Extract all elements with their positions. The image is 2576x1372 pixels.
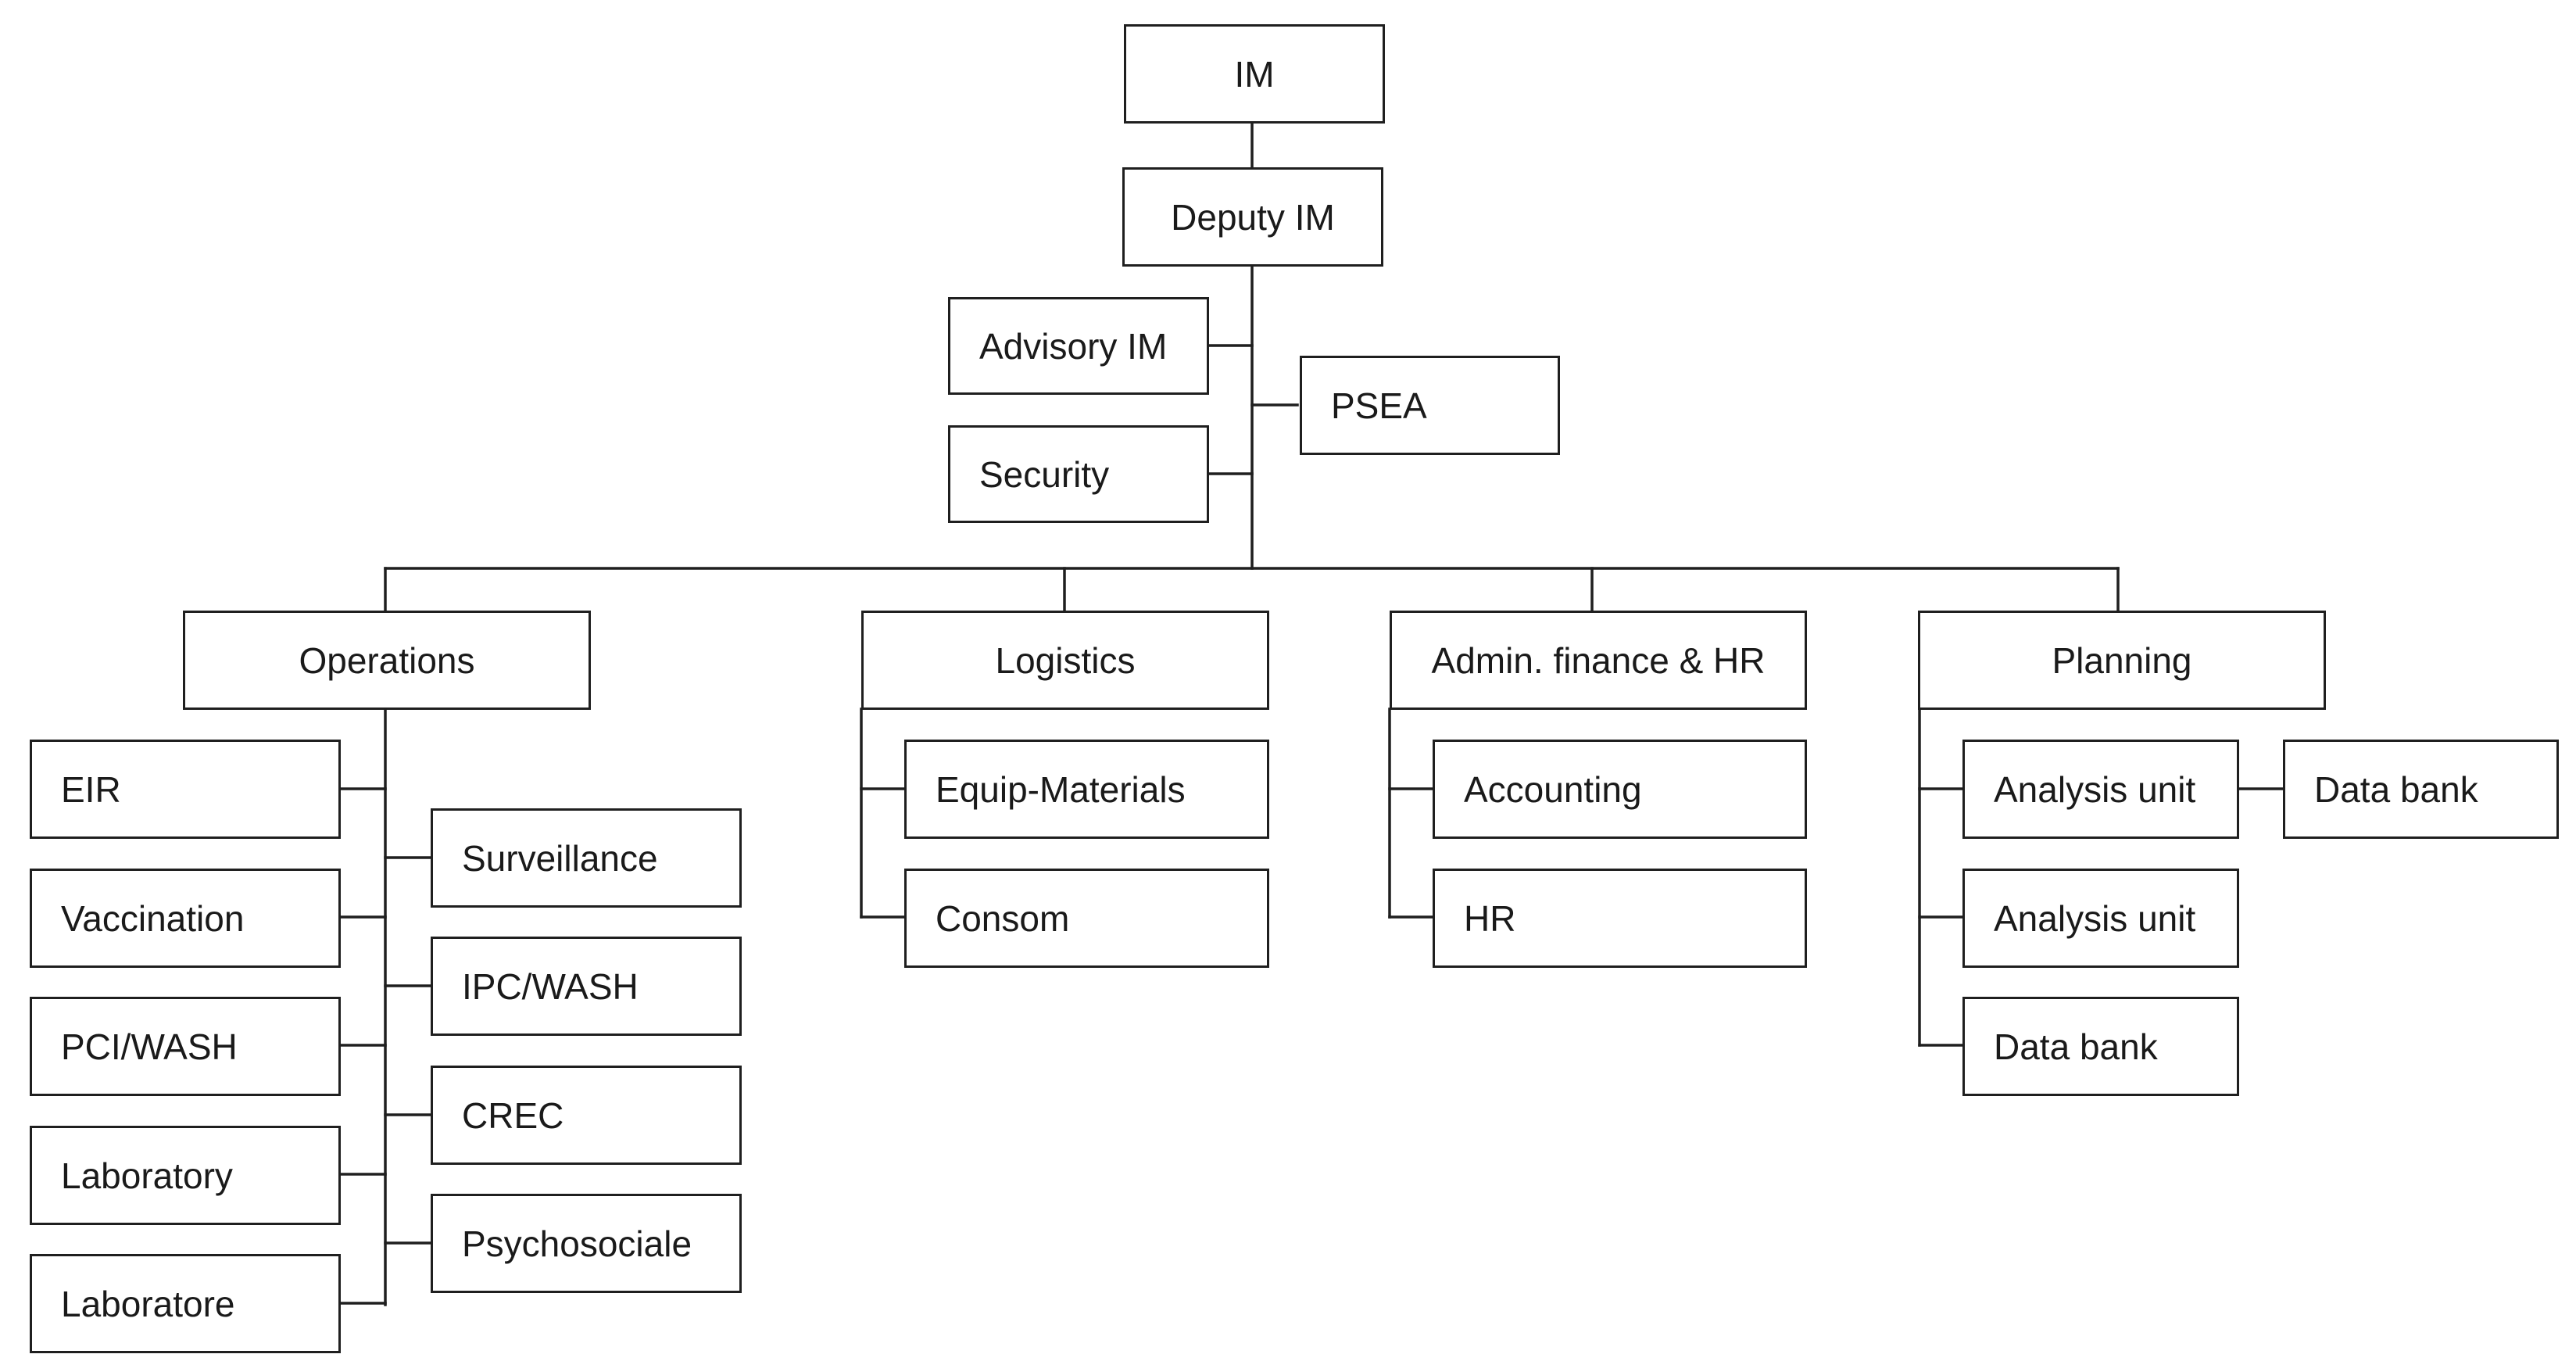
psea-label: PSEA bbox=[1331, 385, 1427, 426]
planning-item: Analysis unit bbox=[1962, 869, 2239, 968]
admin-item: HR bbox=[1433, 869, 1807, 968]
operations-right-item-label: Psychosociale bbox=[462, 1223, 692, 1264]
admin-item-label: Accounting bbox=[1464, 768, 1642, 810]
planning-item-label: Analysis unit bbox=[1994, 897, 2196, 939]
psea-box: PSEA bbox=[1300, 356, 1560, 455]
operations-right-item-label: CREC bbox=[462, 1094, 564, 1136]
logistics-box: Logistics bbox=[861, 611, 1269, 710]
operations-left-item: PCI/WASH bbox=[30, 997, 341, 1096]
operations-label: Operations bbox=[299, 639, 475, 681]
planning-item: Data bank bbox=[1962, 997, 2239, 1096]
operations-left-item: Laboratore bbox=[30, 1254, 341, 1353]
planning-side-item-label: Data bank bbox=[2314, 768, 2478, 810]
operations-right-item: Surveillance bbox=[431, 808, 742, 908]
logistics-item-label: Equip-Materials bbox=[936, 768, 1186, 810]
admin-item-label: HR bbox=[1464, 897, 1516, 939]
operations-left-item: Vaccination bbox=[30, 869, 341, 968]
logistics-label: Logistics bbox=[995, 639, 1136, 681]
deputy-im-label: Deputy IM bbox=[1171, 196, 1335, 238]
advisory-im-box: Advisory IM bbox=[948, 297, 1209, 395]
operations-right-item: Psychosociale bbox=[431, 1194, 742, 1293]
logistics-item: Equip-Materials bbox=[904, 740, 1269, 839]
im-label: IM bbox=[1234, 53, 1275, 95]
planning-box: Planning bbox=[1918, 611, 2326, 710]
planning-label: Planning bbox=[2052, 639, 2192, 681]
operations-right-item: CREC bbox=[431, 1066, 742, 1165]
deputy-im-box: Deputy IM bbox=[1122, 167, 1383, 267]
operations-right-item: IPC/WASH bbox=[431, 937, 742, 1036]
operations-left-item-label: EIR bbox=[61, 768, 121, 810]
planning-item-label: Data bank bbox=[1994, 1026, 2158, 1067]
operations-right-item-label: IPC/WASH bbox=[462, 965, 639, 1007]
admin-finance-hr-label: Admin. finance & HR bbox=[1431, 639, 1766, 681]
im-box: IM bbox=[1124, 24, 1385, 124]
planning-item: Analysis unit bbox=[1962, 740, 2239, 839]
planning-side-item: Data bank bbox=[2283, 740, 2559, 839]
admin-finance-hr-box: Admin. finance & HR bbox=[1390, 611, 1807, 710]
operations-right-item-label: Surveillance bbox=[462, 837, 658, 879]
operations-box: Operations bbox=[183, 611, 591, 710]
operations-left-item: EIR bbox=[30, 740, 341, 839]
security-box: Security bbox=[948, 425, 1209, 523]
operations-left-item-label: Laboratory bbox=[61, 1155, 233, 1196]
admin-item: Accounting bbox=[1433, 740, 1807, 839]
operations-left-item: Laboratory bbox=[30, 1126, 341, 1225]
operations-left-item-label: Laboratore bbox=[61, 1283, 235, 1324]
logistics-item: Consom bbox=[904, 869, 1269, 968]
planning-item-label: Analysis unit bbox=[1994, 768, 2196, 810]
advisory-im-label: Advisory IM bbox=[979, 325, 1168, 367]
operations-left-item-label: Vaccination bbox=[61, 897, 245, 939]
operations-left-item-label: PCI/WASH bbox=[61, 1026, 238, 1067]
security-label: Security bbox=[979, 453, 1110, 495]
logistics-item-label: Consom bbox=[936, 897, 1070, 939]
